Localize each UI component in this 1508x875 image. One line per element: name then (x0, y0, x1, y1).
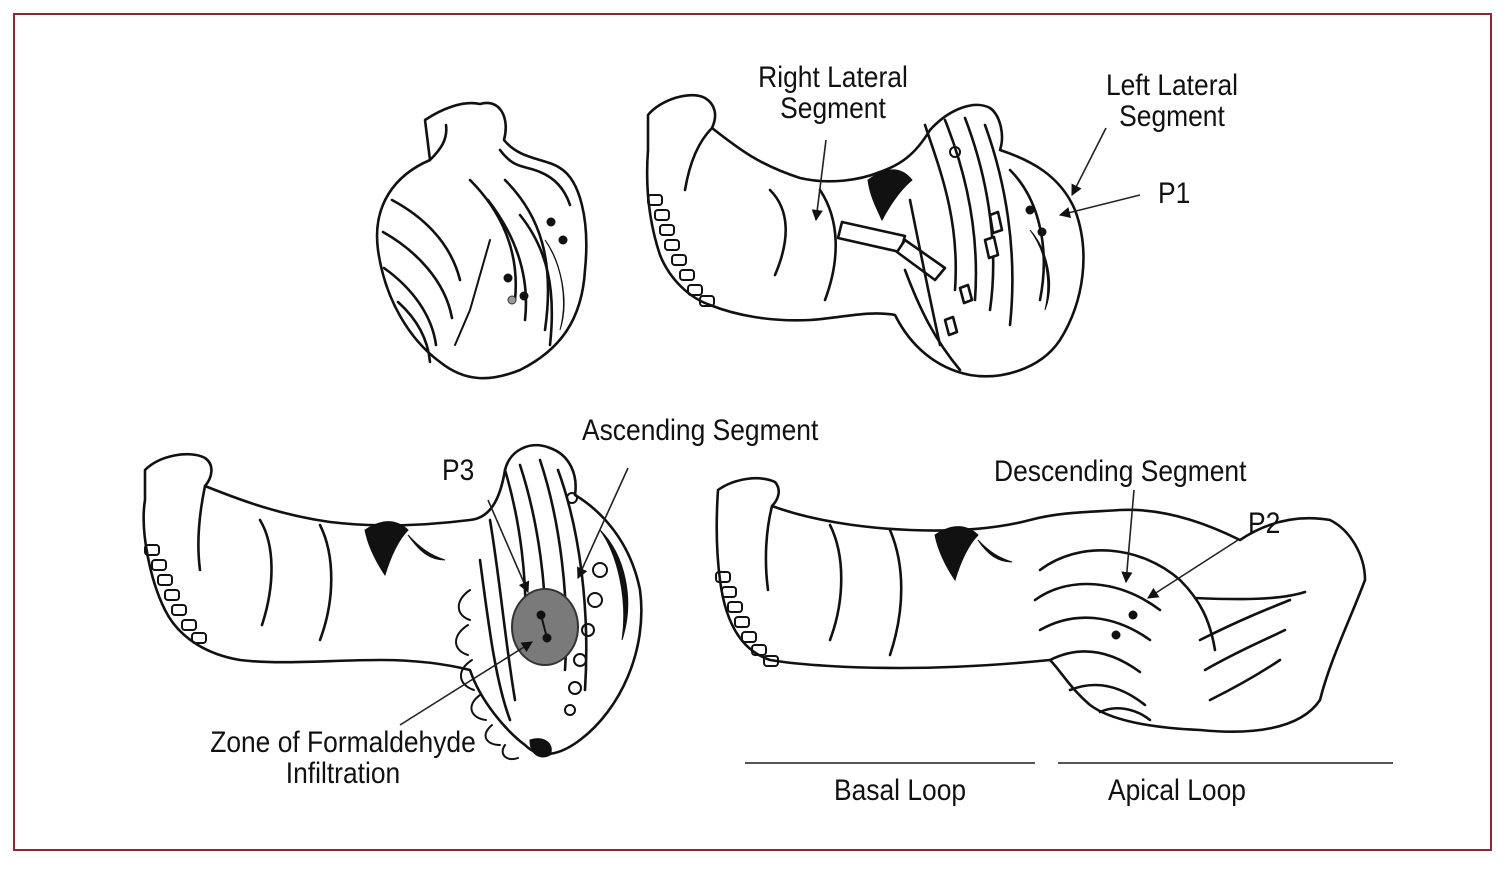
intact-heart-drawing (375, 101, 588, 380)
unfolded-band-drawing (715, 476, 1367, 733)
basal-loop-label: Basal Loop (834, 774, 967, 807)
descending-segment-label: Descending Segment (994, 455, 1247, 488)
ascending-segment-label: Ascending Segment (582, 414, 819, 447)
ascending-segment-drawing (142, 443, 643, 761)
p1-label: P1 (1158, 177, 1191, 210)
p2-label: P2 (1248, 507, 1281, 540)
partially-unfolded-heart-drawing (645, 93, 1141, 378)
apical-loop-label: Apical Loop (1108, 774, 1246, 807)
p3-label: P3 (442, 454, 475, 487)
